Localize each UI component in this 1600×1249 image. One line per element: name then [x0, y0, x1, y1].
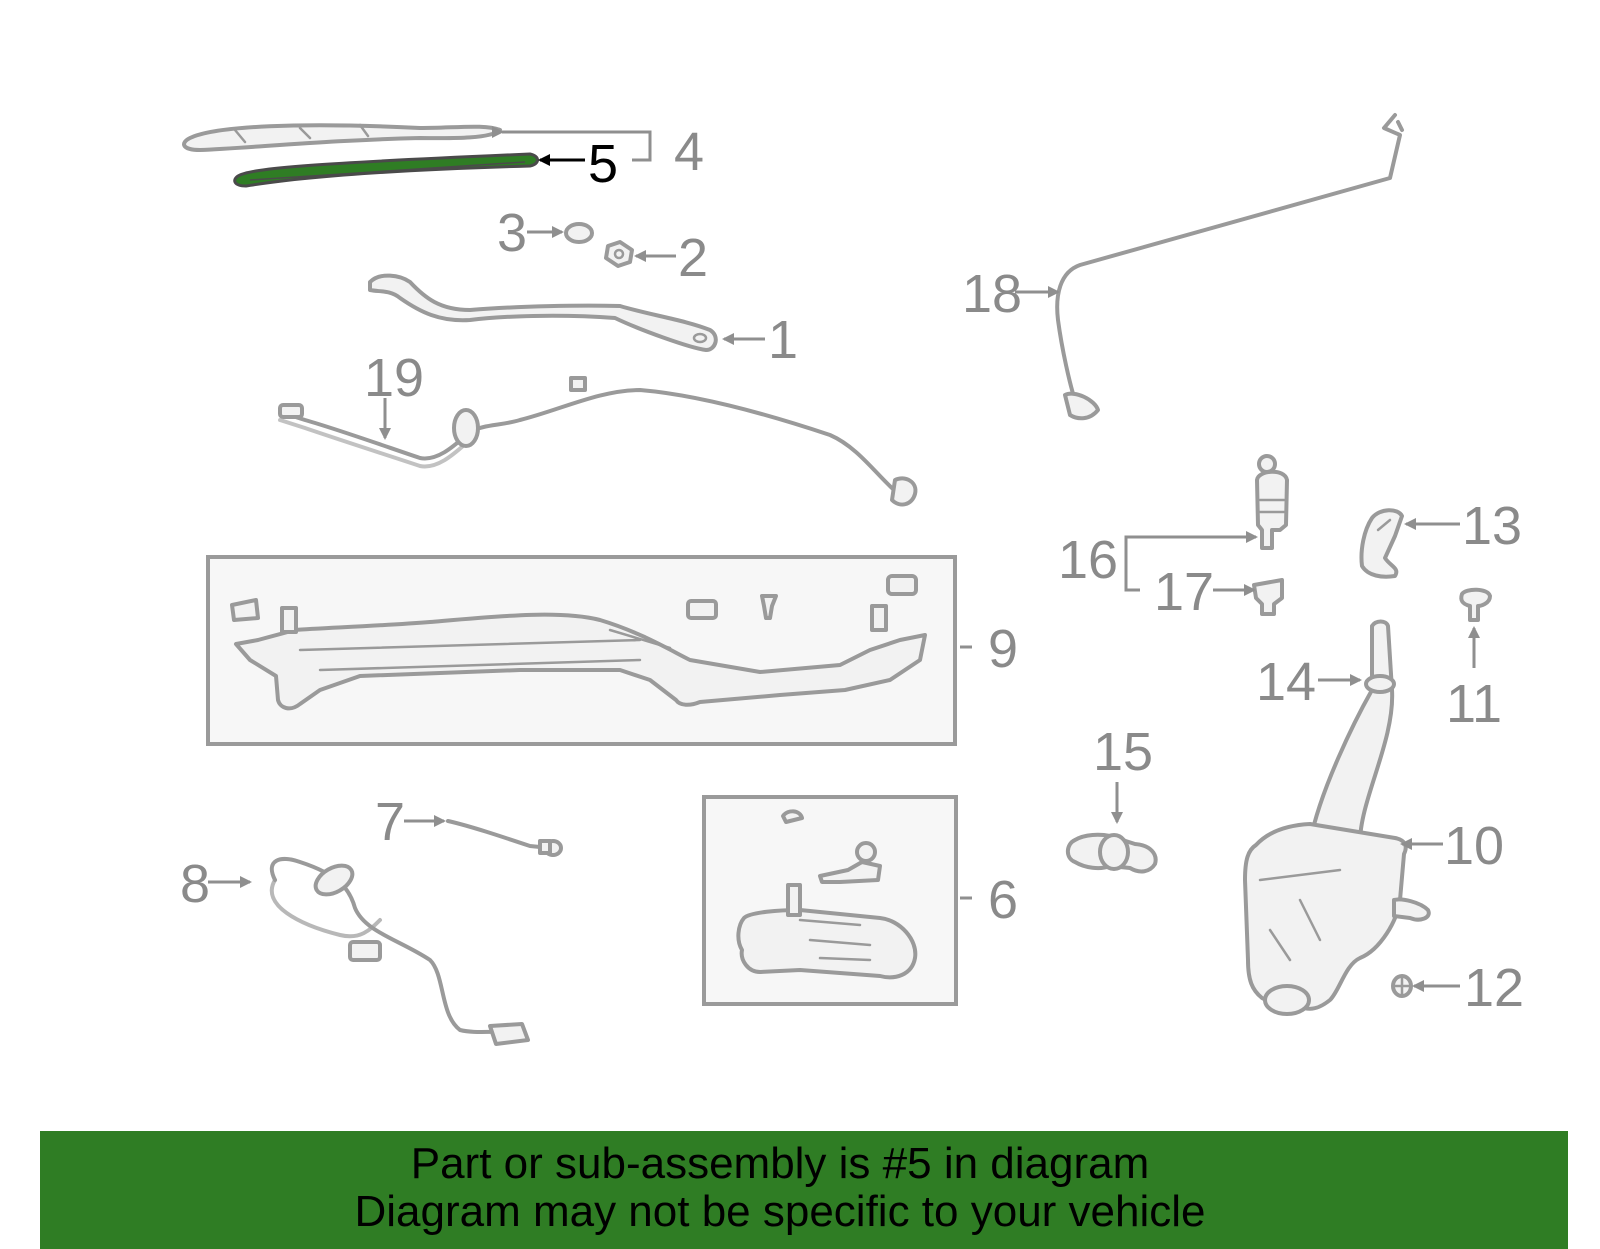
washer-hose-part-19[interactable] [278, 376, 918, 507]
cable-part-7[interactable] [446, 819, 563, 857]
callout-2: 2 [678, 228, 708, 288]
callout-12: 12 [1464, 958, 1524, 1018]
callout-16: 16 [1058, 530, 1118, 590]
nut-part-2[interactable] [604, 240, 634, 268]
washer-reservoir-part-10[interactable] [1243, 822, 1431, 1016]
filler-neck-part-14[interactable] [1308, 619, 1396, 844]
callout-14: 14 [1256, 652, 1316, 712]
callout-17: 17 [1154, 562, 1214, 622]
callout-18: 18 [962, 264, 1022, 324]
callout-6: 6 [988, 870, 1018, 930]
callout-13: 13 [1462, 496, 1522, 556]
hose-part-18[interactable] [1055, 113, 1404, 421]
callout-4: 4 [674, 122, 704, 182]
wiring-harness-part-8[interactable] [269, 857, 530, 1046]
callout-9: 9 [988, 619, 1018, 679]
fitting-part-15[interactable] [1065, 832, 1158, 874]
clip-part-11[interactable] [1459, 587, 1492, 622]
callout-19: 19 [364, 348, 424, 408]
wiper-blade-part-4[interactable] [182, 123, 502, 152]
callout-10: 10 [1444, 816, 1504, 876]
banner-disclaimer: Diagram may not be specific to your vehi… [354, 1187, 1206, 1236]
callout-11: 11 [1446, 674, 1502, 734]
banner-part-note: Part or sub-assembly is #5 in diagram [410, 1139, 1150, 1188]
nut-part-12[interactable] [1391, 974, 1413, 998]
callout-8: 8 [180, 854, 210, 914]
callout-3: 3 [497, 203, 527, 263]
info-banner: Part or sub-assembly is #5 in diagram Di… [40, 1131, 1568, 1249]
grommet-part-17[interactable] [1252, 578, 1284, 616]
callout-15: 15 [1093, 722, 1153, 782]
cap-part-3[interactable] [564, 222, 594, 244]
wiper-motor-part-6[interactable] [736, 809, 918, 980]
wiper-blade-insert-part-5[interactable] [233, 152, 539, 188]
callout-5-highlighted: 5 [588, 134, 618, 194]
bracket-part-13[interactable] [1359, 508, 1404, 579]
wiper-arm-part-1[interactable] [368, 273, 718, 352]
callout-7: 7 [375, 792, 405, 852]
linkage-part-9[interactable] [230, 574, 927, 711]
callout-1: 1 [768, 310, 798, 370]
washer-pump-part-16[interactable] [1255, 454, 1289, 550]
